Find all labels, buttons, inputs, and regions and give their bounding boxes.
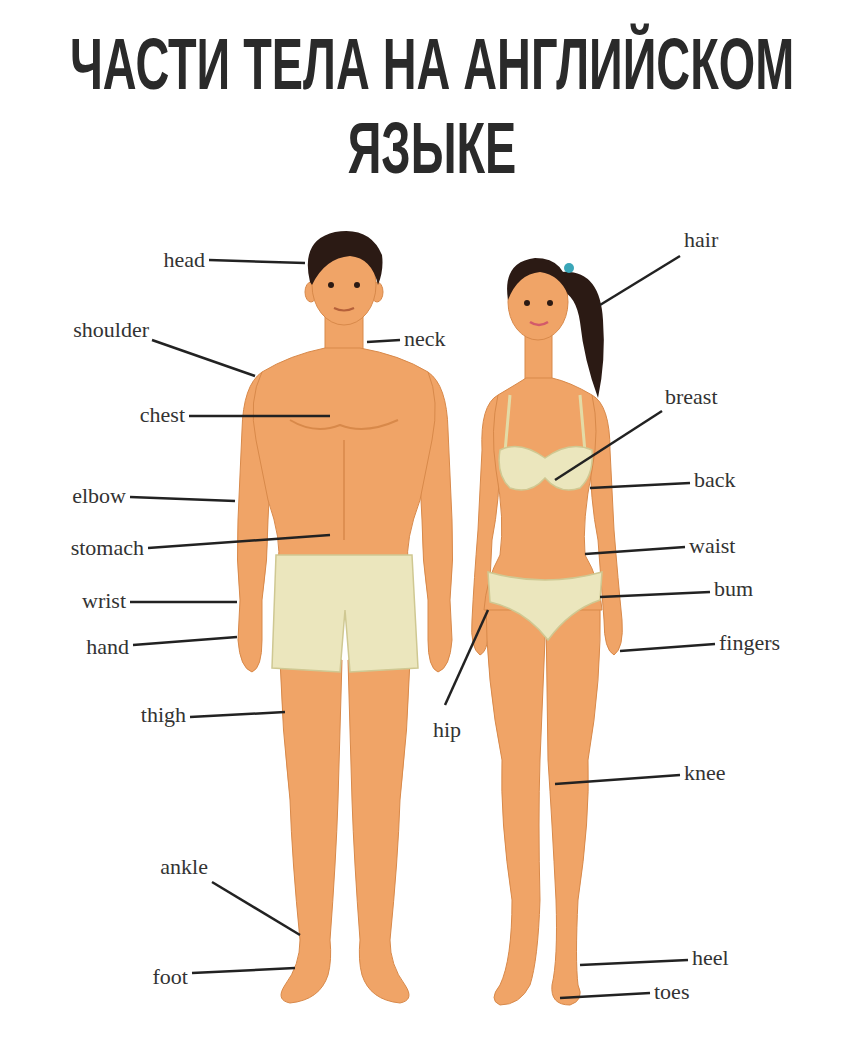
part-label: knee xyxy=(684,761,726,785)
part-label: hair xyxy=(684,228,718,252)
part-label: elbow xyxy=(72,484,126,508)
part-label: stomach xyxy=(71,536,144,560)
page-title: ЧАСТИ ТЕЛА НА АНГЛИЙСКОМ ЯЗЫКЕ xyxy=(42,22,822,190)
part-label: foot xyxy=(153,965,188,989)
part-label: toes xyxy=(654,980,689,1004)
part-label: wrist xyxy=(82,589,126,613)
part-label: neck xyxy=(404,327,446,351)
part-label: waist xyxy=(689,534,735,558)
part-label: bum xyxy=(714,577,753,601)
part-label: chest xyxy=(140,403,185,427)
leader-lines xyxy=(130,256,715,998)
part-label: ankle xyxy=(160,855,208,879)
part-label: hip xyxy=(433,718,461,742)
part-label: heel xyxy=(692,946,729,970)
part-label: thigh xyxy=(141,703,186,727)
part-label: head xyxy=(163,248,205,272)
part-label: fingers xyxy=(719,631,780,655)
part-label: shoulder xyxy=(73,318,149,342)
part-label: back xyxy=(694,468,736,492)
part-label: hand xyxy=(86,635,129,659)
part-label: breast xyxy=(665,385,718,409)
